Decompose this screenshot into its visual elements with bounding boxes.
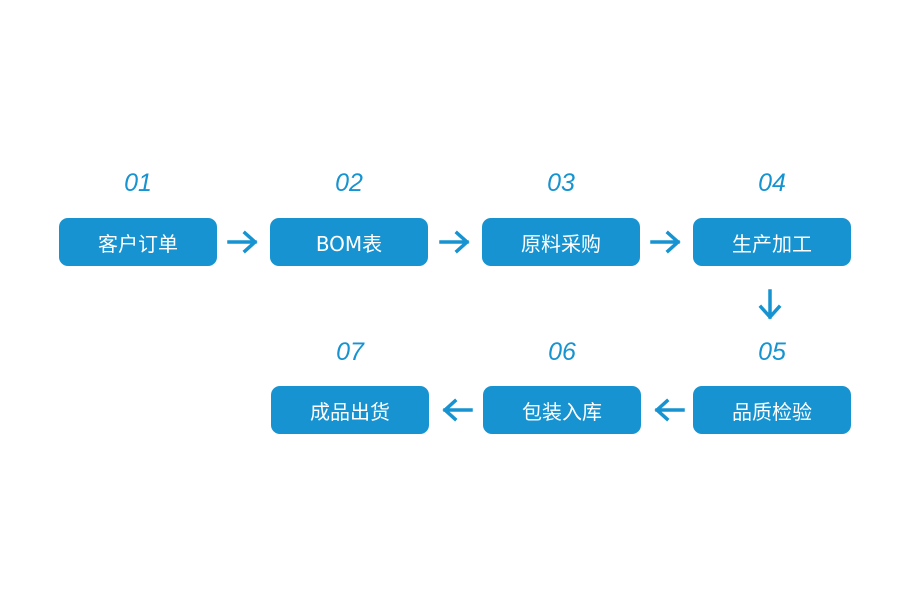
step-number-04: 04 — [758, 169, 786, 197]
step-box-04: 生产加工 — [693, 218, 851, 266]
step-box-05: 品质检验 — [693, 386, 851, 434]
step-number-02: 02 — [335, 169, 363, 197]
step-box-03: 原料采购 — [482, 218, 640, 266]
step-number-05: 05 — [758, 338, 786, 366]
step-number-03: 03 — [547, 169, 575, 197]
arrow-right-icon — [439, 230, 470, 254]
arrow-down-icon — [758, 289, 782, 320]
arrow-right-icon — [650, 230, 681, 254]
step-number-06: 06 — [548, 338, 576, 366]
step-number-07: 07 — [336, 338, 364, 366]
step-number-01: 01 — [124, 169, 152, 197]
step-box-01: 客户订单 — [59, 218, 217, 266]
arrow-right-icon — [227, 230, 258, 254]
arrow-left-icon — [654, 398, 685, 422]
arrow-left-icon — [442, 398, 473, 422]
step-box-02: BOM表 — [270, 218, 428, 266]
step-box-07: 成品出货 — [271, 386, 429, 434]
step-box-06: 包装入库 — [483, 386, 641, 434]
